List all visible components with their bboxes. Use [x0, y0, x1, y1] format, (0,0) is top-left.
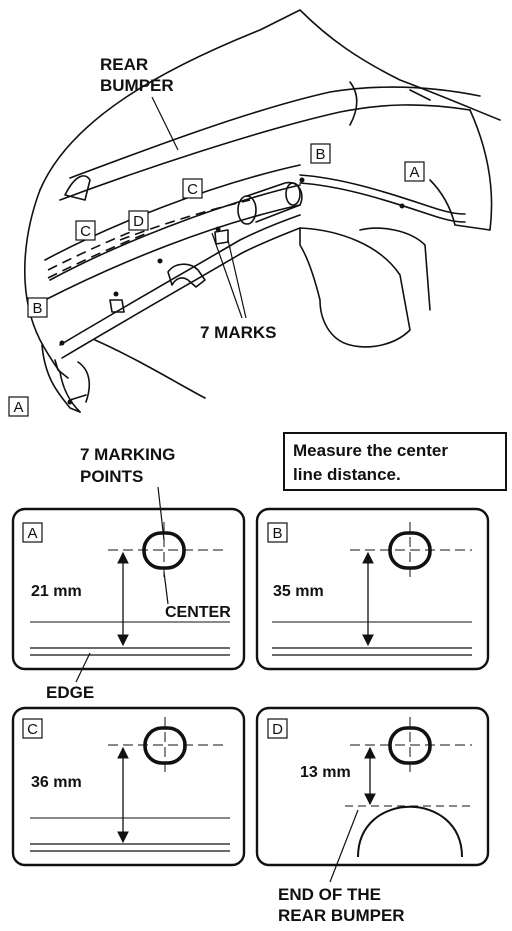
- svg-text:EDGE: EDGE: [46, 683, 94, 702]
- svg-text:C: C: [80, 223, 91, 240]
- panel-c: C 36 mm: [11, 706, 246, 867]
- zone-marker-a-left: A: [8, 396, 29, 417]
- svg-text:REAR: REAR: [100, 55, 148, 74]
- svg-text:D: D: [133, 213, 144, 230]
- svg-text:END OF THE: END OF THE: [278, 885, 381, 904]
- svg-text:REAR BUMPER: REAR BUMPER: [278, 906, 405, 925]
- svg-text:B: B: [32, 300, 42, 317]
- svg-text:POINTS: POINTS: [80, 467, 143, 486]
- zone-marker-c-lower: C: [75, 220, 96, 241]
- marking-points-label: 7 MARKING POINTS: [80, 445, 175, 541]
- svg-text:21 mm: 21 mm: [31, 583, 82, 600]
- svg-text:B: B: [315, 146, 325, 163]
- seven-marks-label: 7 MARKS: [200, 232, 277, 342]
- marking-dots: [59, 177, 405, 405]
- svg-text:A: A: [409, 164, 419, 181]
- measure-note-box: Measure the center line distance.: [283, 432, 507, 491]
- svg-text:A: A: [27, 525, 37, 542]
- end-of-rear-bumper-label: END OF THE REAR BUMPER: [278, 809, 405, 925]
- svg-text:CENTER: CENTER: [165, 604, 231, 621]
- svg-text:BUMPER: BUMPER: [100, 76, 174, 95]
- svg-text:Measure the center: Measure the center: [293, 441, 448, 460]
- svg-text:C: C: [27, 721, 38, 738]
- rear-bumper-illustration: [24, 9, 501, 413]
- panel-a: A 21 mm CENTER: [11, 507, 246, 671]
- svg-text:A: A: [13, 399, 23, 416]
- panel-d: D 13 mm: [255, 706, 490, 867]
- edge-label: EDGE: [46, 652, 94, 702]
- zone-marker-b-left: B: [27, 297, 48, 318]
- zone-marker-d: D: [128, 210, 149, 231]
- svg-text:line distance.: line distance.: [293, 465, 401, 484]
- svg-text:B: B: [272, 525, 282, 542]
- zone-marker-c-upper: C: [182, 178, 203, 199]
- panel-b: B 35 mm: [255, 507, 490, 671]
- svg-text:D: D: [272, 721, 283, 738]
- rear-bumper-label: REAR BUMPER: [100, 55, 179, 151]
- zone-marker-a-right: A: [404, 161, 425, 182]
- svg-text:13 mm: 13 mm: [300, 764, 351, 781]
- zone-marker-b-right: B: [310, 143, 331, 164]
- svg-text:36 mm: 36 mm: [31, 774, 82, 791]
- svg-text:35 mm: 35 mm: [273, 583, 324, 600]
- svg-text:7 MARKS: 7 MARKS: [200, 323, 277, 342]
- svg-text:C: C: [187, 181, 198, 198]
- svg-text:7 MARKING: 7 MARKING: [80, 445, 175, 464]
